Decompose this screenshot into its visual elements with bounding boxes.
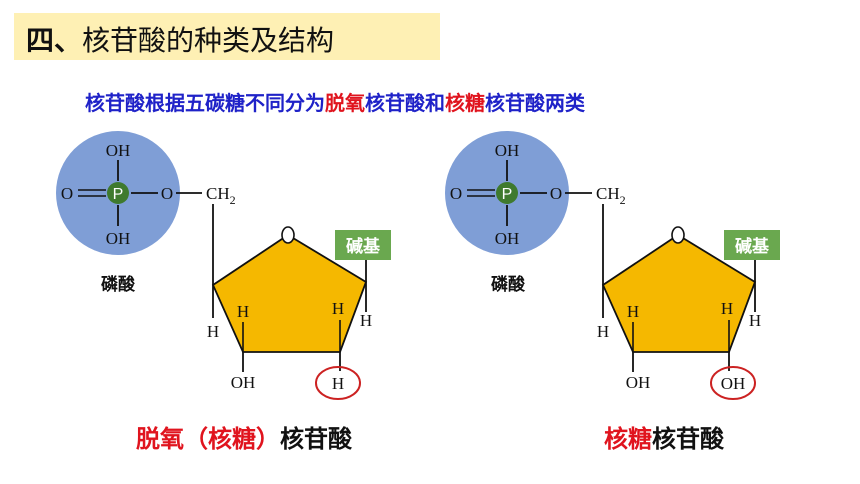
c3-oh: OH [231,373,256,392]
c1-h: H [749,311,761,330]
phosphorus-label: P [502,186,513,203]
deoxyribose-pentagon [211,233,368,353]
subtitle-part3: 核苷酸两类 [485,91,585,115]
phosphate-label: 磷酸 [101,274,136,294]
ribose-pentagon [601,233,757,353]
c3-h-top: H [237,302,249,321]
section-title-text: 核苷酸的种类及结构 [82,24,335,57]
deoxynucleotide-structure: P OH OH O O CH2 磷酸 H H OH H H H 碱基 [56,131,391,400]
phosphorus-atom [107,182,129,204]
deoxynucleotide-caption: 脱氧（核糖）核苷酸 [136,419,352,454]
base-box [335,230,391,260]
subtitle-part1: 核苷酸根据五碳糖不同分为 [85,91,325,115]
phosphorus-atom [496,182,518,204]
classification-statement: 核苷酸根据五碳糖不同分为脱氧核苷酸和核糖核苷酸两类 [85,87,585,116]
subtitle-part2: 核苷酸和 [365,91,445,115]
c2-h-top: H [721,299,733,318]
base-box [724,230,780,260]
c3-h-top: H [627,302,639,321]
ribose-highlight-ring [710,366,756,400]
ch2-label: CH2 [206,184,236,207]
phosphorus-label: P [113,186,124,203]
section-number: 四、 [26,24,83,57]
section-title-box: 四、核苷酸的种类及结构 [14,13,440,60]
c2-h-deoxy: H [332,374,344,393]
c1-h: H [360,311,372,330]
c4-h: H [207,322,219,341]
caption-nucleotide-part: 核苷酸 [280,425,352,453]
c2-h-top: H [332,299,344,318]
deoxy-highlight-ring [315,366,361,400]
phosphate-oh-top: OH [495,141,520,160]
phosphate-oh-bottom: OH [106,229,131,248]
phosphate-double-bond-o: O [450,184,462,203]
base-label: 碱基 [735,236,770,256]
subtitle-ribose: 核糖 [445,91,485,115]
ribonucleotide-structure: P OH OH O O CH2 磷酸 H H OH H OH H 碱基 [445,131,780,400]
phosphate-label: 磷酸 [491,274,526,294]
caption-deoxy-part: 脱氧（核糖） [136,425,280,453]
subtitle-deoxy: 脱氧 [325,91,365,115]
c2-oh-ribose: OH [721,374,746,393]
base-label: 碱基 [346,236,381,256]
caption-ribose-part: 核糖 [604,425,652,453]
ring-oxygen [281,226,295,244]
c3-oh: OH [626,373,651,392]
phosphate-ester-o: O [161,184,173,203]
ring-oxygen [671,226,685,244]
phosphate-oh-bottom: OH [495,229,520,248]
c4-h: H [597,322,609,341]
caption-nucleotide-part: 核苷酸 [652,425,724,453]
phosphate-ester-o: O [550,184,562,203]
phosphate-double-bond-o: O [61,184,73,203]
phosphate-oh-top: OH [106,141,131,160]
ribonucleotide-caption: 核糖核苷酸 [604,419,724,454]
section-title: 四、核苷酸的种类及结构 [26,19,334,59]
ch2-label: CH2 [596,184,626,207]
